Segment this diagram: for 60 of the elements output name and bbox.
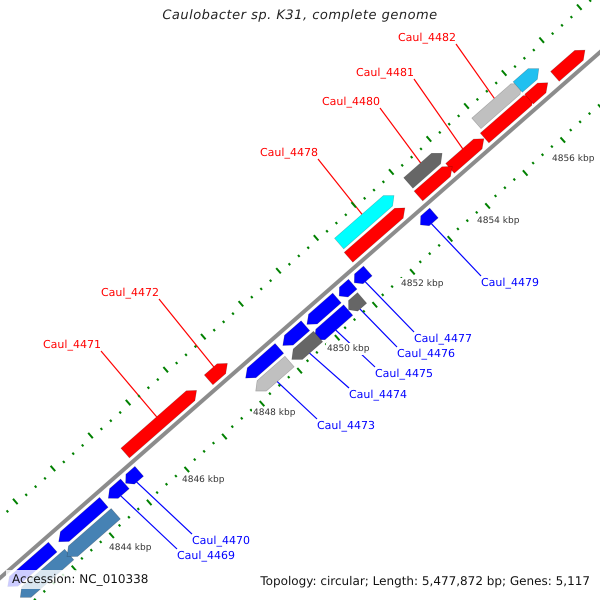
gene-label: Caul_4480 — [322, 95, 380, 108]
scale-label: 4856 kbp — [551, 153, 596, 165]
gene-feature — [420, 208, 439, 226]
gene-label: Caul_4477 — [414, 332, 472, 345]
leader-line — [414, 78, 464, 149]
gene-feature — [120, 390, 197, 458]
gene-feature — [291, 330, 324, 360]
gene-feature — [471, 84, 522, 130]
gene-label: Caul_4474 — [349, 388, 407, 401]
gene-feature — [512, 68, 540, 93]
gene-feature — [314, 304, 354, 340]
gene-feature — [255, 356, 295, 392]
scale-label: 4850 kbp — [326, 343, 370, 355]
leader-line — [120, 496, 178, 550]
leader-line — [100, 350, 158, 418]
gene-feature — [550, 50, 586, 82]
gene-feature — [306, 292, 342, 325]
gene-feature — [282, 320, 310, 346]
gene-feature — [403, 153, 442, 189]
leader-line — [318, 158, 362, 215]
leader-line — [276, 381, 318, 420]
leader-line — [456, 44, 495, 99]
gene-label: Caul_4478 — [260, 146, 318, 159]
leader-line — [364, 281, 414, 332]
leader-line — [158, 298, 214, 368]
gene-feature — [334, 195, 394, 250]
gene-label: Caul_4470 — [192, 534, 250, 547]
scale-label: 4846 kbp — [181, 474, 226, 486]
gene-feature — [108, 478, 130, 499]
gene-feature — [58, 496, 109, 542]
gene-feature — [354, 266, 373, 284]
gene-feature — [204, 363, 228, 386]
gene-feature — [348, 292, 368, 312]
gene-label: Caul_4475 — [375, 367, 433, 380]
leader-line — [360, 308, 398, 348]
gene-label: Caul_4472 — [101, 286, 159, 299]
gene-feature — [445, 138, 484, 174]
gene-label: Caul_4473 — [317, 419, 375, 432]
gene-feature — [338, 278, 358, 298]
gene-label: Caul_4476 — [397, 347, 455, 360]
leader-line — [309, 352, 350, 388]
gene-feature — [125, 466, 144, 484]
gene-label: Caul_4479 — [481, 276, 539, 289]
scale-label: 4852 kbp — [400, 278, 444, 290]
scale-label: 4844 kbp — [108, 542, 152, 554]
gene-label: Caul_4471 — [43, 338, 101, 351]
gene-label: Caul_4481 — [356, 66, 414, 79]
gene-label: Caul_4482 — [398, 31, 456, 44]
gene-label: Caul_4469 — [177, 549, 235, 562]
gene-feature — [524, 82, 548, 104]
gene-feature — [414, 166, 453, 202]
leader-line — [380, 108, 422, 164]
scale-label: 4854 kbp — [476, 215, 520, 227]
gene-feature — [245, 343, 284, 378]
map-title: Caulobacter sp. K31, complete genome — [162, 9, 438, 22]
scale-label: 4848 kbp — [252, 407, 296, 419]
leader-line — [136, 482, 192, 534]
gene-feature — [344, 208, 406, 263]
leader-line — [431, 223, 482, 276]
gene-feature — [480, 94, 534, 144]
